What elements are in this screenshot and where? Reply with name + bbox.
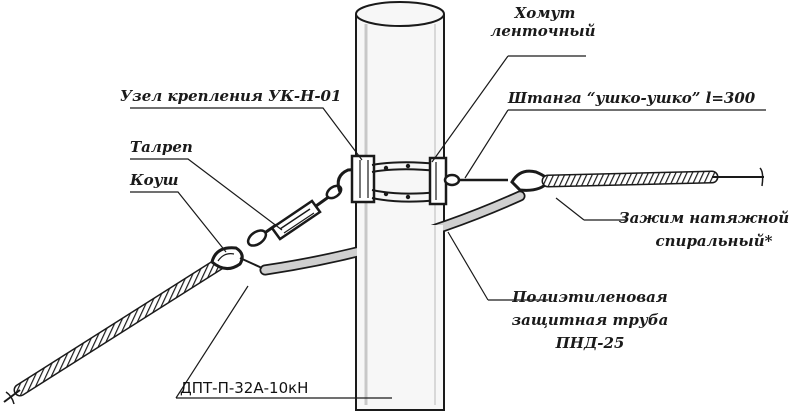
label-spiral-clamp-line2: спиральный* [655,232,773,250]
eye-eye-rod [443,173,508,187]
left-spiral-grip [3,255,229,405]
label-mount-node: Узел крепления УК-Н-01 [120,87,342,105]
thimble [210,246,263,270]
label-pipe-line2: защитная труба [511,311,669,329]
label-pipe-line3: ПНД-25 [555,334,625,352]
label-thimble: Коуш [130,171,179,189]
pole [355,1,445,411]
tape-clamp [371,156,448,206]
pole-front-segment [357,225,443,275]
mount-node [336,154,376,204]
label-turnbuckle: Талреп [130,138,193,156]
turnbuckle [246,184,343,247]
label-clamp-tape-line2: ленточный [490,22,596,40]
label-pipe-line1: Полиэтиленовая [512,288,668,306]
label-cable-code: ДПТ-П-32А-10кН [180,379,309,397]
leader-lines [130,55,766,399]
label-spiral-clamp-line1: Зажим натяжной [618,209,790,227]
label-eye-eye-rod: Штанга “ушко-ушко” l=300 [508,89,756,107]
label-clamp-tape-line1: Хомут [514,4,576,22]
right-spiral-grip [510,167,764,192]
